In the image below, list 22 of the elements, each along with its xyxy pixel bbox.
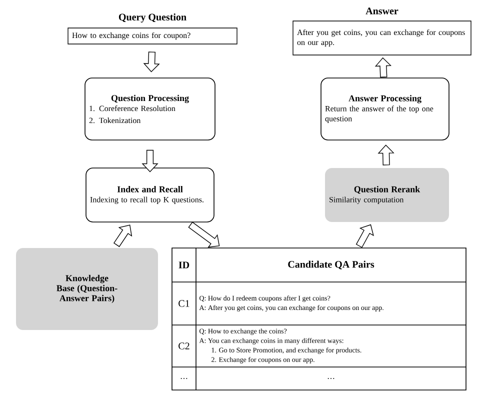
rerank-box: Question Rerank Similarity computation [325, 168, 449, 222]
block-arrow [378, 144, 394, 166]
row-id: C2 [178, 342, 190, 350]
node-label: Query Question [118, 13, 186, 23]
column-header: ID [178, 262, 190, 268]
process-box: Index and Recall Indexing to recall top K questions. [86, 168, 214, 222]
block-arrow [374, 57, 392, 78]
node-label: Answer [366, 8, 398, 14]
block-arrow [188, 222, 220, 248]
candidate-table [172, 248, 466, 390]
knowledge-base-box: Knowledge Base (Question-Answer Pairs) [16, 248, 158, 330]
process-box: Question Processing 1. Coreference Resolution 2. Tokenization [84, 78, 216, 140]
block-arrow [143, 52, 160, 72]
column-header: Candidate QA Pairs [288, 260, 374, 270]
ellipsis: … [180, 378, 188, 379]
block-arrow [356, 224, 374, 248]
ellipsis: … [328, 378, 334, 379]
row-id: C1 [178, 300, 190, 307]
query-box: Query Question How to exchange coins for coupon? [68, 13, 238, 44]
block-arrow [142, 150, 158, 172]
answer-box: Answer After you get coins, you can exchange for coupons on our app. [292, 8, 472, 56]
process-box: Answer Processing Return the answer of the top one question [320, 78, 450, 140]
